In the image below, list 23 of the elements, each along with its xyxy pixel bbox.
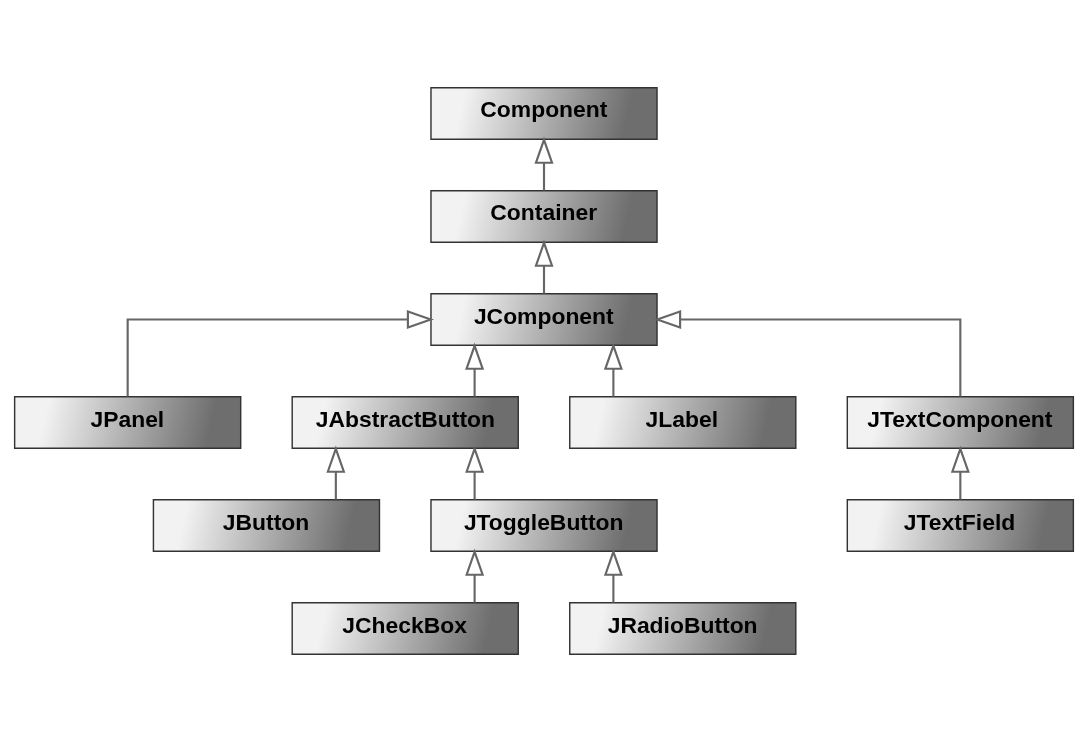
arrow xyxy=(326,445,346,500)
node-box: JTextComponent xyxy=(846,396,1075,449)
node-box: Component xyxy=(430,87,658,140)
node-box: JLabel xyxy=(569,396,797,449)
arrow xyxy=(653,309,962,397)
arrow xyxy=(126,309,435,397)
node-box: JAbstractButton xyxy=(291,396,519,449)
node-box: JToggleButton xyxy=(430,499,658,552)
arrow xyxy=(534,136,554,191)
arrow xyxy=(534,239,554,294)
node-box: JCheckBox xyxy=(291,602,519,655)
node-box: Container xyxy=(430,190,658,243)
node-box: JPanel xyxy=(13,396,242,449)
arrow xyxy=(465,548,485,603)
arrow xyxy=(603,548,623,603)
node-box: JButton xyxy=(152,499,381,552)
node-box: JRadioButton xyxy=(569,602,797,655)
arrow xyxy=(465,342,485,397)
arrow xyxy=(465,445,485,500)
arrow xyxy=(950,445,970,500)
node-box: JComponent xyxy=(430,293,658,346)
arrow xyxy=(603,342,623,397)
node-box: JTextField xyxy=(846,499,1075,552)
